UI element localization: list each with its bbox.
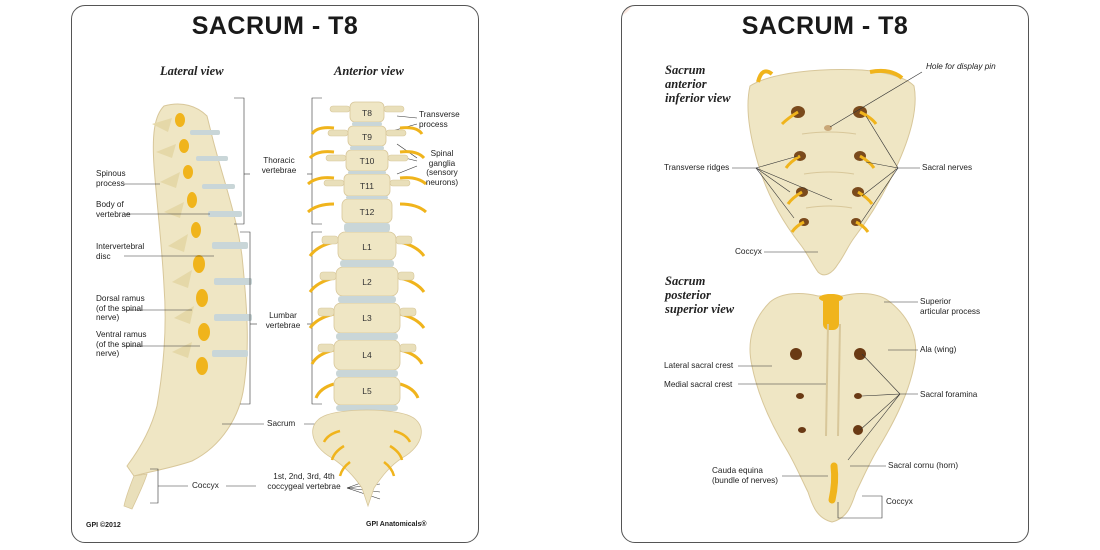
vertebra-label: L4 (362, 350, 372, 360)
label-lumbar-vertebrae: Lumbar vertebrae (265, 311, 301, 330)
label-coccyx: Coccyx (192, 481, 219, 490)
label-coccyx-bottom: Coccyx (886, 497, 913, 506)
sacrum-anterior-heading: Sacrum anterior inferior view (665, 63, 731, 105)
label-ala: Ala (wing) (920, 345, 957, 354)
anterior-view-heading: Anterior view (334, 64, 404, 78)
lateral-view-heading: Lateral view (160, 64, 224, 78)
label-hole-display-pin: Hole for display pin (926, 62, 996, 71)
label-lateral-sacral-crest: Lateral sacral crest (664, 361, 734, 370)
label-sacral-cornu: Sacral cornu (horn) (888, 461, 959, 470)
right-title: SACRUM - T8 (741, 12, 909, 40)
label-body-of-vertebrae: Body of vertebrae (96, 200, 131, 219)
vertebra-label: L3 (362, 313, 372, 323)
sacrum-anterior (747, 68, 916, 276)
label-medial-sacral-crest: Medial sacral crest (664, 380, 733, 389)
label-transverse-ridges: Transverse ridges (664, 163, 730, 172)
vertebra-label: T8 (362, 108, 372, 118)
vertebra-label: L1 (362, 242, 372, 252)
right-chart-card: GPI Anatomicals® SACRUM - T8 Sacrum ante… (621, 5, 1029, 543)
label-transverse-process: Transverse process (419, 110, 460, 129)
label-coccyx-top: Coccyx (735, 247, 762, 256)
label-spinal-ganglia: Spinal ganglia (sensory neurons) (425, 149, 459, 187)
vertebra-label: T12 (360, 207, 375, 217)
anterior-spine (307, 101, 427, 508)
footer-copyright: GPI ©2012 (86, 522, 121, 529)
vertebra-label: T10 (360, 156, 375, 166)
label-sacrum: Sacrum (267, 419, 296, 428)
label-intervertebral-disc: Intervertebral disc (96, 242, 145, 261)
label-spinous-process: Spinous process (96, 169, 126, 188)
vertebra-labels: T8 T9 T10 T11 T12 L1 L2 L3 L4 L5 (360, 108, 375, 396)
label-superior-articular: Superior articular process (920, 297, 981, 316)
label-sacral-nerves: Sacral nerves (922, 163, 973, 172)
left-chart-card: GPI Anatomicals® SACRUM - T8 Lateral vie… (71, 5, 479, 543)
vertebra-label: L2 (362, 277, 372, 287)
label-sacral-foramina: Sacral foramina (920, 390, 978, 399)
label-cauda-equina: Cauda equina (bundle of nerves) (712, 466, 778, 485)
label-coccygeal-vertebrae: 1st, 2nd, 3rd, 4th coccygeal vertebrae (267, 472, 341, 491)
left-illustration: T8 T9 T10 T11 T12 L1 L2 L3 L4 L5 (123, 97, 427, 510)
footer-brand: GPI Anatomicals® (366, 521, 427, 528)
left-title: SACRUM - T8 (191, 12, 359, 40)
lateral-spine (123, 103, 252, 510)
vertebra-label: T11 (360, 181, 374, 191)
label-thoracic-vertebrae: Thoracic vertebrae (261, 156, 297, 175)
right-illustration (732, 68, 923, 523)
vertebra-label: T9 (362, 132, 372, 142)
label-dorsal-ramus: Dorsal ramus (of the spinal nerve) (96, 294, 145, 322)
sacrum-posterior (749, 293, 917, 523)
vertebra-label: L5 (362, 386, 372, 396)
sacrum-posterior-heading: Sacrum posterior superior view (665, 274, 735, 316)
label-ventral-ramus: Ventral ramus (of the spinal nerve) (96, 330, 147, 358)
